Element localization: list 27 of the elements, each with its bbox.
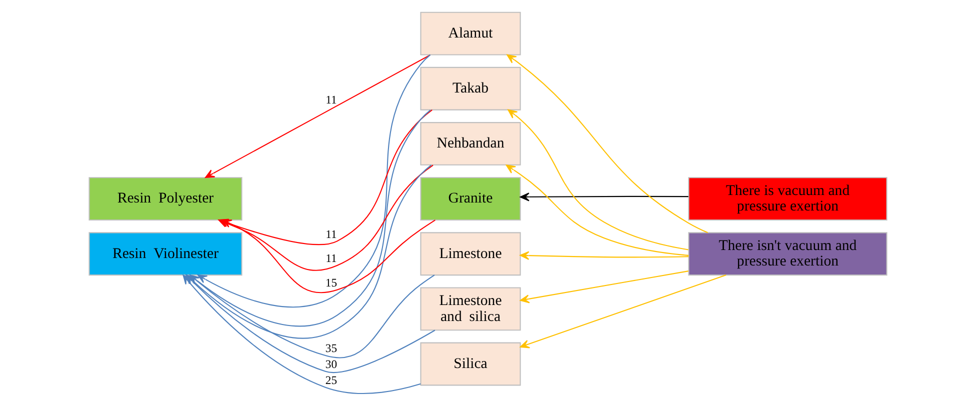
node-box: There isn't vacuum and pressure exertion bbox=[688, 232, 887, 276]
edge-label: 11 bbox=[325, 228, 336, 241]
arrow bbox=[519, 274, 726, 348]
arrow bbox=[519, 192, 688, 202]
node-box: Limestone and silica bbox=[420, 287, 520, 331]
node-box: There is vacuum and pressure exertion bbox=[688, 177, 887, 220]
node-box: Limestone bbox=[420, 232, 520, 276]
edge-label: 30 bbox=[324, 358, 337, 372]
arrow bbox=[519, 270, 688, 304]
node-box: Alamut bbox=[420, 12, 520, 56]
edge-label: 25 bbox=[324, 374, 337, 387]
edge-label: 15 bbox=[324, 276, 337, 290]
node-box: Granite bbox=[420, 177, 520, 220]
node-box: Resin Violinester bbox=[88, 232, 242, 276]
node-box: Resin Polyester bbox=[88, 177, 242, 220]
edge-label: 11 bbox=[325, 252, 336, 266]
node-box: Silica bbox=[420, 342, 520, 386]
edge-label: 35 bbox=[324, 342, 337, 356]
arrow bbox=[507, 109, 688, 250]
arrow bbox=[505, 164, 688, 256]
edge-label: 11 bbox=[325, 93, 336, 106]
arrow bbox=[506, 54, 708, 234]
arrow bbox=[519, 251, 688, 260]
node-box: Takab bbox=[420, 66, 520, 110]
arrow bbox=[196, 54, 430, 308]
node-box: Nehbandan bbox=[420, 122, 520, 166]
arrow bbox=[204, 54, 430, 178]
